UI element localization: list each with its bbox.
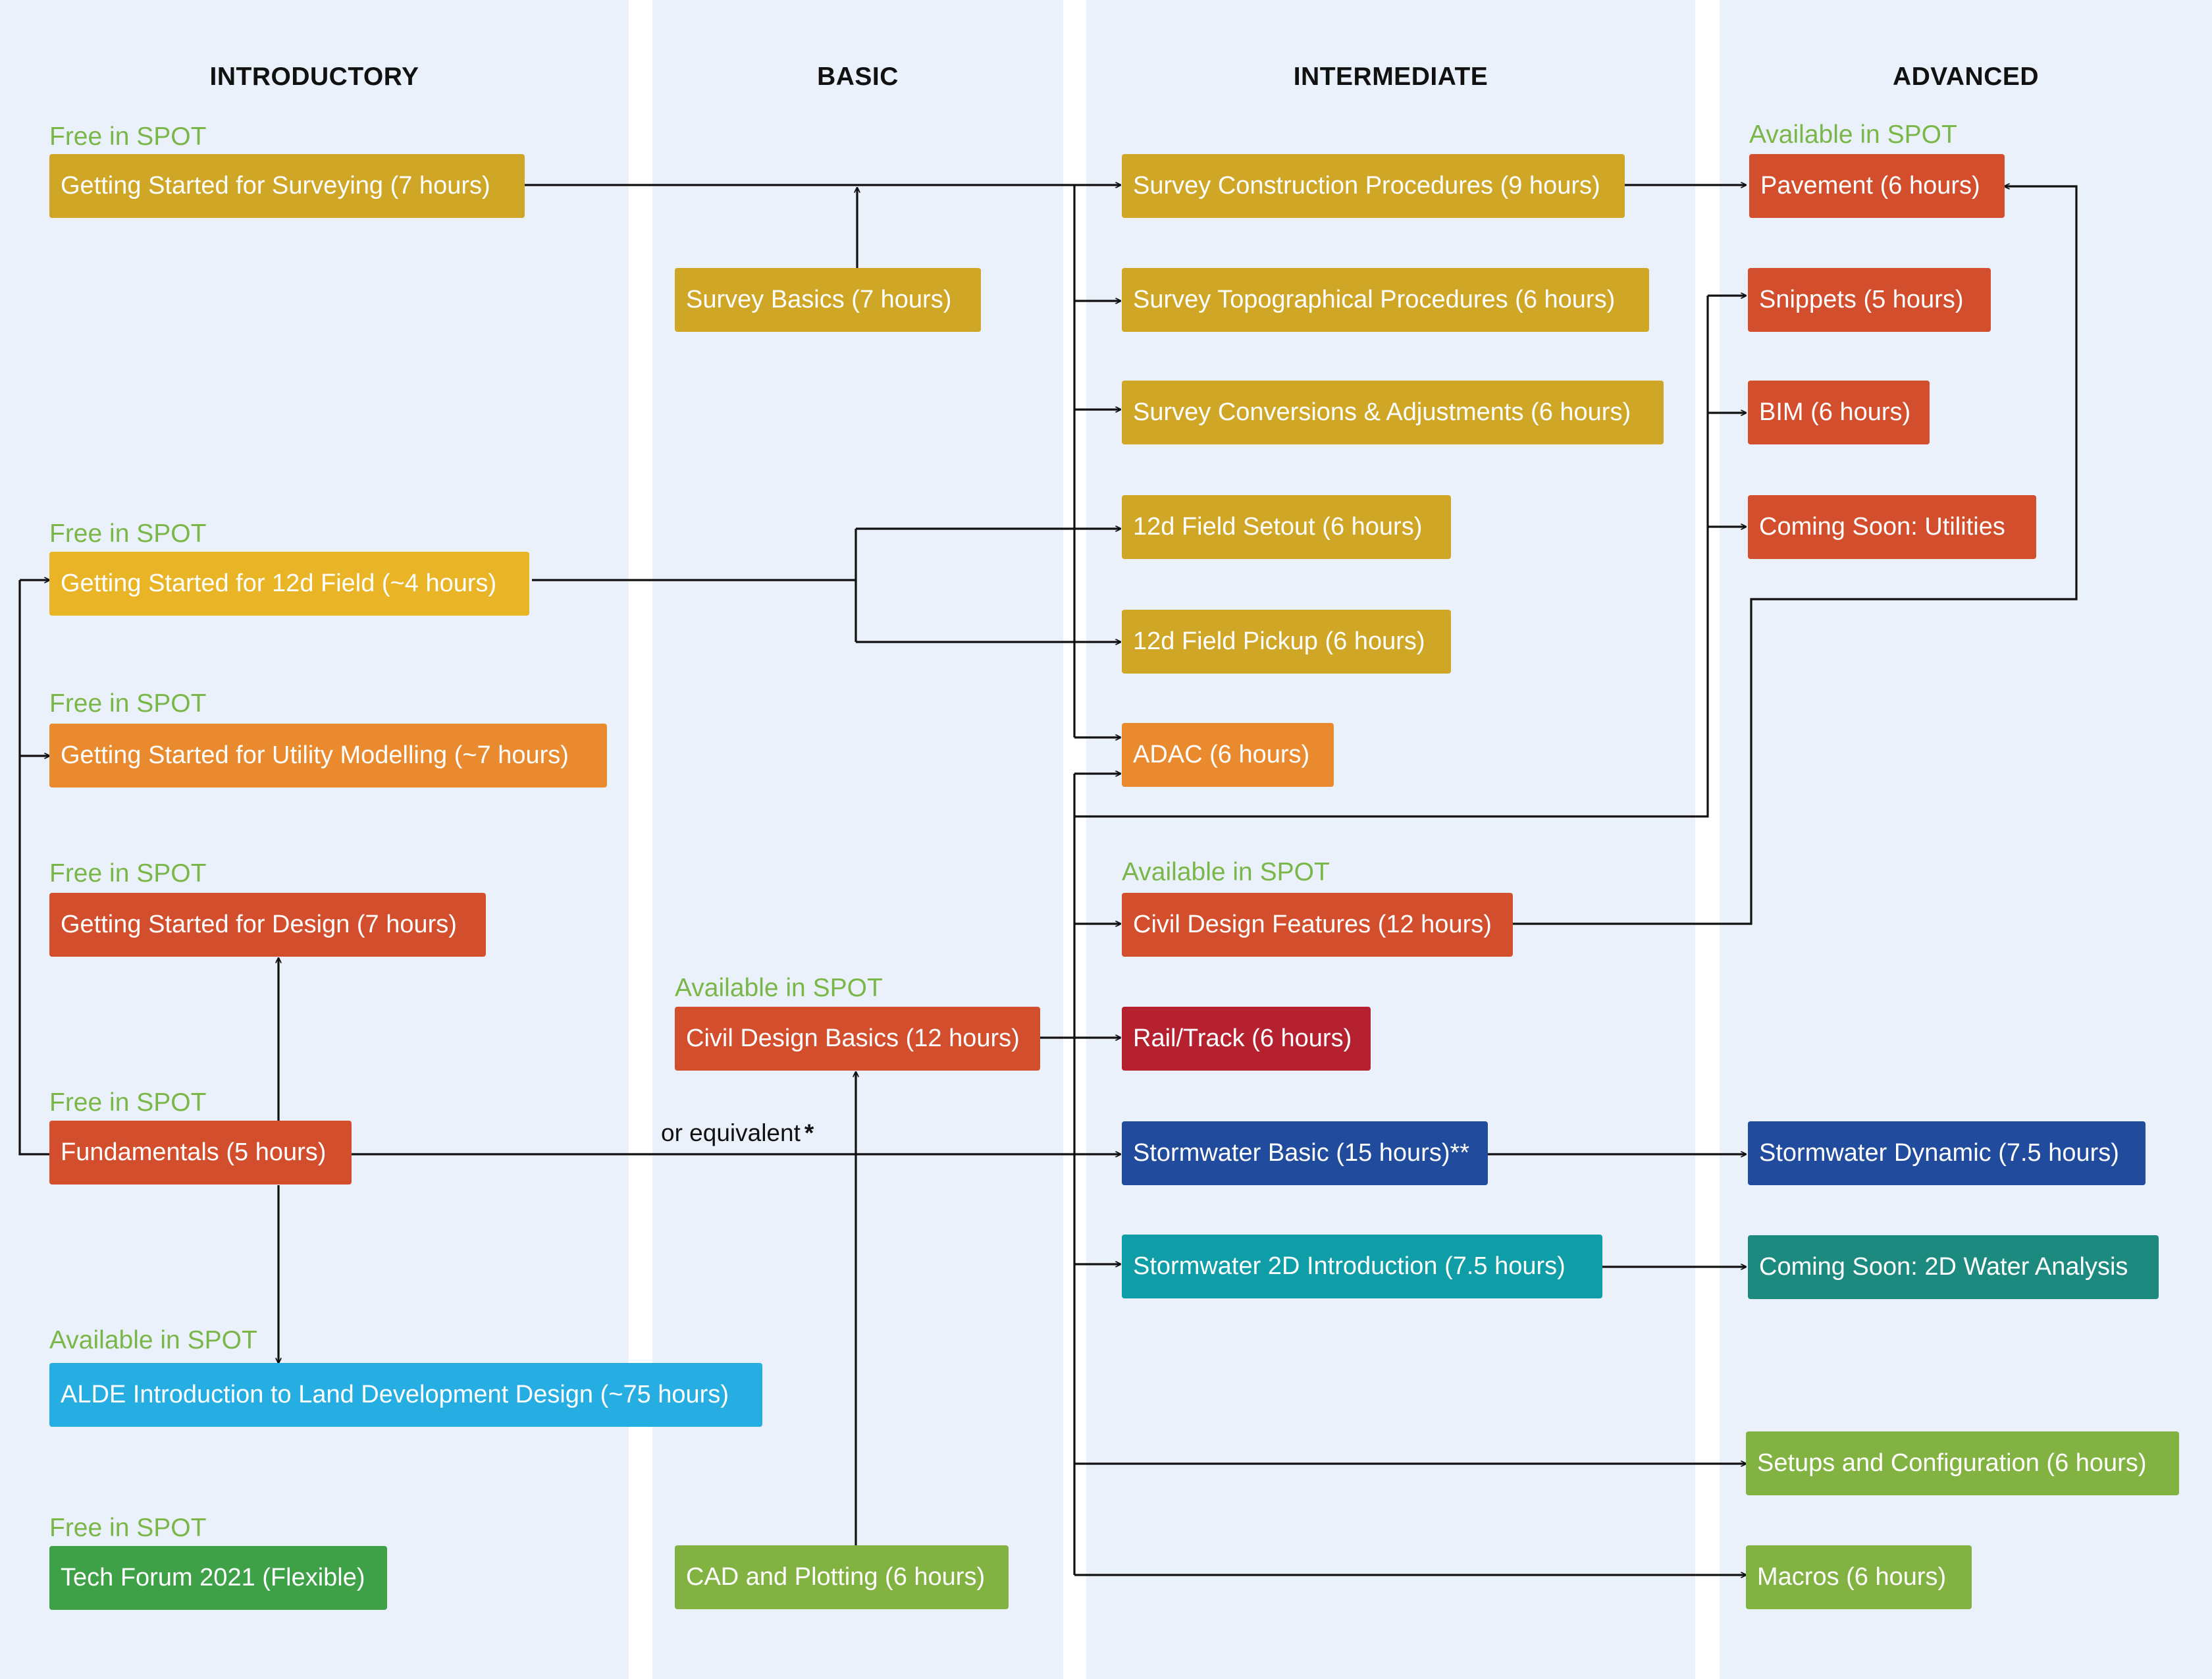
availability-label-civil-design-features: Available in SPOT	[1122, 858, 1330, 886]
availability-label-surveying: Free in SPOT	[49, 122, 207, 151]
node-stormwater-basic[interactable]: Stormwater Basic (15 hours)**	[1122, 1121, 1488, 1185]
availability-label-fundamentals: Free in SPOT	[49, 1088, 207, 1117]
node-getting-started-design[interactable]: Getting Started for Design (7 hours)	[49, 893, 486, 957]
node-pavement[interactable]: Pavement (6 hours)	[1749, 154, 2005, 218]
node-adac[interactable]: ADAC (6 hours)	[1122, 723, 1334, 787]
or-equivalent-note: or equivalent*	[661, 1119, 814, 1147]
node-alde-introduction[interactable]: ALDE Introduction to Land Development De…	[49, 1363, 762, 1427]
or-equivalent-asterisk: *	[804, 1119, 814, 1146]
availability-label-techforum: Free in SPOT	[49, 1514, 207, 1542]
introductory-column-title: INTRODUCTORY	[209, 63, 419, 91]
basic-column-title: BASIC	[817, 63, 899, 91]
intermediate-column-title: INTERMEDIATE	[1293, 63, 1488, 91]
availability-label-field: Free in SPOT	[49, 520, 207, 548]
node-survey-construction-procedures[interactable]: Survey Construction Procedures (9 hours)	[1122, 154, 1625, 218]
node-bim[interactable]: BIM (6 hours)	[1748, 381, 1930, 444]
edge-fundamentals-left-trunk	[18, 580, 49, 1156]
node-civil-design-basics[interactable]: Civil Design Basics (12 hours)	[675, 1007, 1040, 1071]
node-fundamentals[interactable]: Fundamentals (5 hours)	[49, 1121, 352, 1185]
node-setups-and-configuration[interactable]: Setups and Configuration (6 hours)	[1746, 1431, 2179, 1495]
or-equivalent-text: or equivalent	[661, 1119, 801, 1146]
node-civil-design-features[interactable]: Civil Design Features (12 hours)	[1122, 893, 1513, 957]
availability-label-utility: Free in SPOT	[49, 689, 207, 718]
availability-label-civil-design-basics: Available in SPOT	[675, 974, 883, 1002]
node-stormwater-dynamic[interactable]: Stormwater Dynamic (7.5 hours)	[1748, 1121, 2146, 1185]
edge-trunk-advanced-branch	[1074, 296, 1709, 818]
node-coming-soon-utilities[interactable]: Coming Soon: Utilities	[1748, 495, 2036, 559]
advanced-column-title: ADVANCED	[1892, 63, 2040, 91]
node-rail-track[interactable]: Rail/Track (6 hours)	[1122, 1007, 1371, 1071]
node-getting-started-surveying[interactable]: Getting Started for Surveying (7 hours)	[49, 154, 525, 218]
node-snippets[interactable]: Snippets (5 hours)	[1748, 268, 1991, 332]
node-cad-and-plotting[interactable]: CAD and Plotting (6 hours)	[675, 1545, 1009, 1609]
node-macros[interactable]: Macros (6 hours)	[1746, 1545, 1972, 1609]
node-12d-field-pickup[interactable]: 12d Field Pickup (6 hours)	[1122, 610, 1451, 674]
node-survey-basics[interactable]: Survey Basics (7 hours)	[675, 268, 981, 332]
node-getting-started-12d-field[interactable]: Getting Started for 12d Field (~4 hours)	[49, 552, 529, 616]
edge-features-pavement	[1513, 186, 2078, 925]
node-12d-field-setout[interactable]: 12d Field Setout (6 hours)	[1122, 495, 1451, 559]
node-survey-topographical-procedures[interactable]: Survey Topographical Procedures (6 hours…	[1122, 268, 1649, 332]
node-survey-conversions-adjustments[interactable]: Survey Conversions & Adjustments (6 hour…	[1122, 381, 1664, 444]
availability-label-pavement: Available in SPOT	[1749, 120, 1957, 149]
node-coming-soon-2d-water-analysis[interactable]: Coming Soon: 2D Water Analysis	[1748, 1235, 2159, 1299]
node-getting-started-utility-modelling[interactable]: Getting Started for Utility Modelling (~…	[49, 724, 607, 787]
node-tech-forum-2021[interactable]: Tech Forum 2021 (Flexible)	[49, 1546, 387, 1610]
availability-label-alde: Available in SPOT	[49, 1326, 257, 1354]
node-stormwater-2d-introduction[interactable]: Stormwater 2D Introduction (7.5 hours)	[1122, 1235, 1602, 1298]
availability-label-design: Free in SPOT	[49, 859, 207, 888]
